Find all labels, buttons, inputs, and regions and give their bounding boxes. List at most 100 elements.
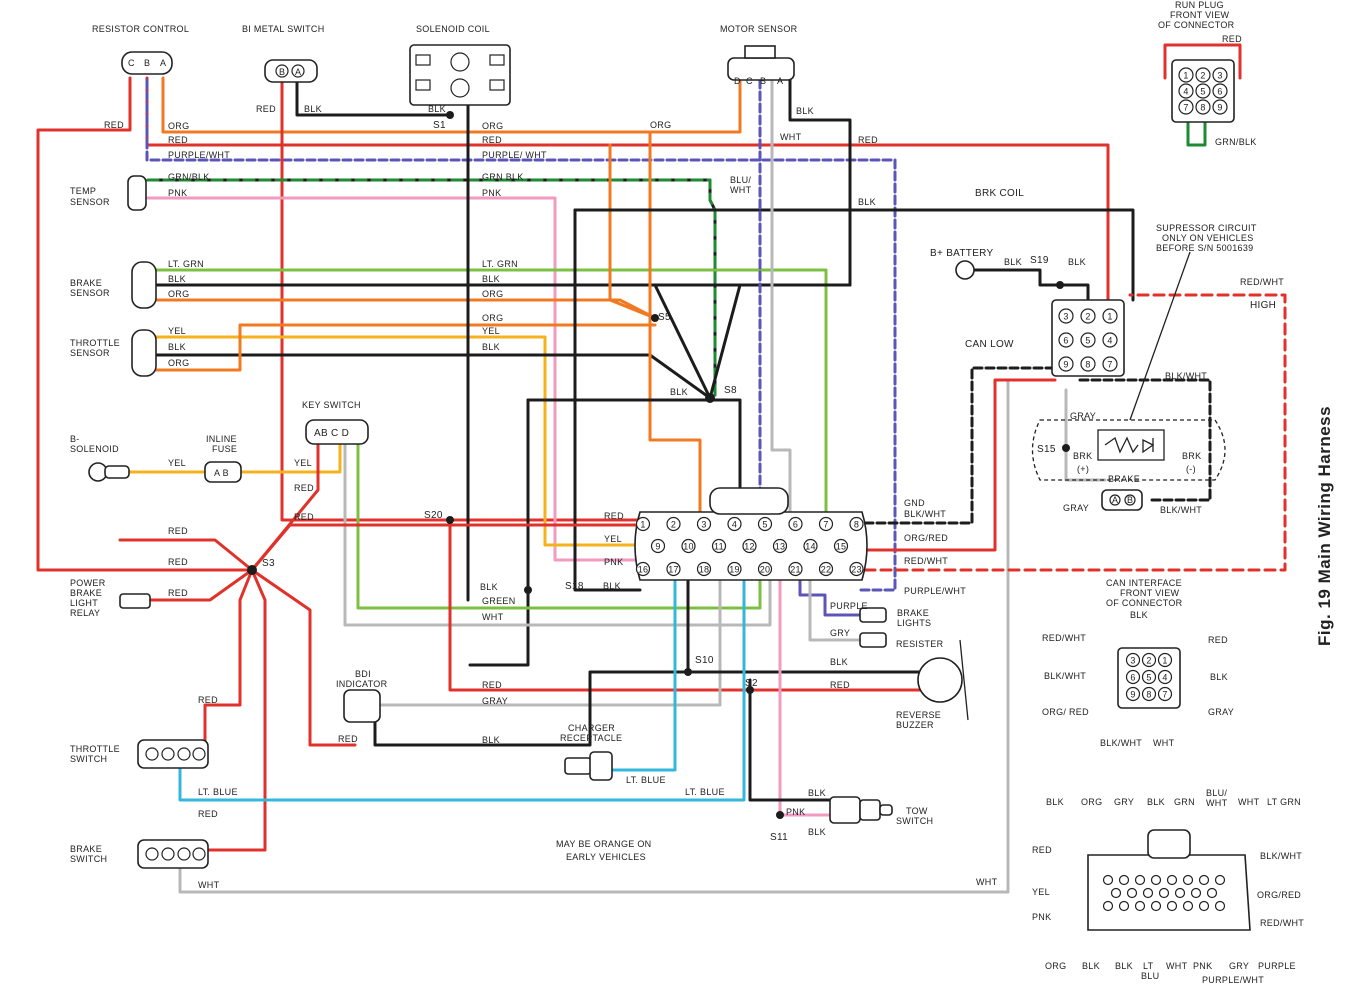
main-connector-pin	[788, 561, 803, 577]
wire-red-1: RED	[104, 120, 124, 130]
throttle-sensor-label-1: THROTTLE	[70, 338, 120, 348]
wire-ltblue-2: LT. BLUE	[626, 775, 666, 785]
main-connector-pin-label: 20	[760, 565, 771, 575]
main-connector-pin-label: 17	[668, 565, 679, 575]
wire-pnk-2: PNK	[482, 188, 501, 198]
wire-gnd: GND	[904, 498, 925, 508]
splice-s2: S2	[745, 678, 758, 689]
main-connector-pin-label: 2	[671, 520, 676, 530]
brk-coil-pin	[1102, 308, 1118, 324]
can-interface-pin	[1157, 669, 1173, 685]
main-connector-pin	[849, 561, 864, 577]
charger-label-1: CHARGER	[568, 723, 615, 733]
wire-blk-10: BLK	[603, 581, 621, 591]
brk-coil-pin-label: 9	[1063, 360, 1068, 370]
wire-purplewht-1: PURPLE/WHT	[168, 150, 230, 160]
main-connector-pin	[650, 538, 666, 554]
run-plug-pin	[1212, 67, 1228, 83]
brk-coil-pin-label: 3	[1063, 312, 1068, 322]
wire-org-3: ORG	[650, 120, 671, 130]
can-interface-pin-label: 4	[1162, 673, 1167, 683]
brk-coil-pin-label: 2	[1085, 312, 1090, 322]
wire-red-8: RED	[294, 512, 314, 522]
splice-s19: S19	[1030, 255, 1049, 266]
can-interface-pin-label: 2	[1146, 656, 1151, 666]
front-view-pin	[1126, 887, 1138, 899]
can-interface-pin	[1141, 686, 1157, 702]
run-plug-pin-label: 7	[1183, 103, 1188, 113]
b-solenoid-label-1: B-	[70, 434, 80, 444]
can-interface-pin	[1125, 652, 1141, 668]
run-plug-label-3: OF CONNECTOR	[1158, 20, 1235, 30]
brk-coil-pin	[1058, 356, 1074, 372]
splice-s20: S20	[424, 510, 443, 521]
brk-left-label: BRK	[1073, 451, 1092, 461]
tow-switch-label-2: SWITCH	[896, 816, 933, 826]
brk-right-label: BRK	[1182, 451, 1201, 461]
main-connector-pin	[757, 561, 773, 577]
wire-red-15: RED	[338, 734, 358, 744]
run-plug-grnblk: GRN/BLK	[1215, 137, 1257, 147]
main-connector-pin-label: 19	[729, 565, 740, 575]
brk-coil-pin-label: 6	[1063, 336, 1068, 346]
can-interface-pin-label: 5	[1146, 673, 1151, 683]
motor-sensor-label: MOTOR SENSOR	[720, 24, 798, 34]
figure-title: Fig. 19 Main Wiring Harness	[1315, 406, 1334, 646]
wire-org-7: ORG	[168, 358, 189, 368]
splice-s10: S10	[695, 655, 714, 666]
wire-org-6: ORG	[482, 313, 503, 323]
run-plug-pin	[1195, 99, 1211, 115]
relay-label-2: BRAKE	[70, 588, 102, 598]
front-view-pin	[1158, 887, 1170, 899]
splice-s8: S8	[724, 385, 737, 396]
resistor-pin-c: C	[128, 58, 135, 68]
brk-coil-pin	[1058, 332, 1074, 348]
can-interface-1: CAN INTERFACE	[1106, 578, 1182, 588]
temp-sensor-label-1: TEMP	[70, 186, 96, 196]
mv-bottom-5: BLU	[1141, 971, 1159, 981]
wire-pnk-3: PNK	[604, 557, 623, 567]
main-connector-pin-label: 21	[790, 565, 801, 575]
wire-blkwht-1: BLK/WHT	[904, 509, 946, 519]
main-connector-pin-label: 8	[854, 520, 859, 530]
mv-bottom-3: BLK	[1115, 961, 1133, 971]
front-view-pin	[1110, 887, 1122, 899]
wire-gray-3: GRAY	[482, 696, 508, 706]
wire-yel-3: YEL	[168, 458, 186, 468]
front-view-pin	[1182, 900, 1194, 912]
tow-switch-label-1: TOW	[906, 806, 928, 816]
fuse-label-1: INLINE	[206, 434, 237, 444]
brake-pin-b: B	[1127, 495, 1133, 505]
can-top: BLK	[1130, 610, 1148, 620]
wire-blk-12: BLK	[482, 735, 500, 745]
wire-blk-s19b: BLK	[1068, 257, 1086, 267]
front-view-pin	[1166, 874, 1178, 886]
splice-s3: S3	[262, 558, 275, 569]
can-left-1: RED/WHT	[1042, 633, 1086, 643]
mv-bottom-8: GRY	[1229, 961, 1249, 971]
splice-s11: S11	[770, 832, 788, 843]
key-switch-pins: AB C D	[314, 428, 349, 439]
brake-label: BRAKE	[1108, 474, 1140, 484]
splices	[247, 111, 1070, 819]
run-plug-red: RED	[1222, 34, 1242, 44]
bimetal-label: BI METAL SWITCH	[242, 24, 325, 34]
wire-red-9: RED	[168, 557, 188, 567]
run-plug-pin	[1212, 99, 1228, 115]
wire-ltgrn-1: LT. GRN	[168, 259, 204, 269]
motor-pin-a: A	[777, 76, 783, 86]
run-plug-pin-label: 4	[1183, 87, 1188, 97]
run-plug-pin-label: 8	[1200, 103, 1205, 113]
wire-red-7: RED	[168, 526, 188, 536]
brk-coil-label: BRK COIL	[975, 188, 1024, 199]
wire-org-1: ORG	[168, 121, 189, 131]
main-connector-pin	[635, 516, 651, 532]
run-plug-label-1: RUN PLUG	[1175, 0, 1224, 10]
brk-coil-pin	[1102, 332, 1118, 348]
run-plug-pin-label: 5	[1200, 87, 1205, 97]
resistor-pin-a: A	[160, 58, 166, 68]
brk-coil-pin-label: 1	[1107, 312, 1112, 322]
main-connector-pin-label: 7	[823, 520, 828, 530]
